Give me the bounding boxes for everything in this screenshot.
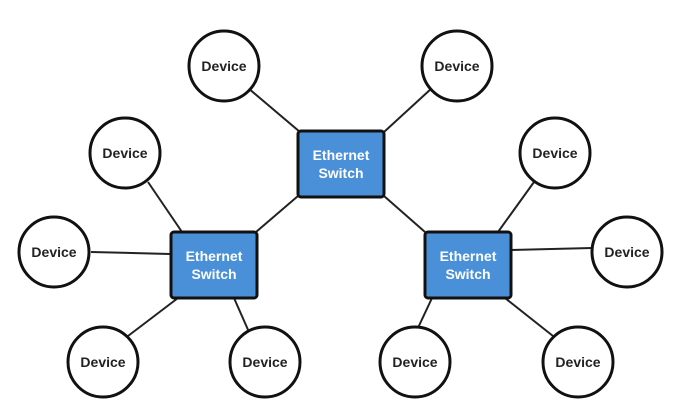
switch-center[interactable]: Ethernet Switch bbox=[296, 129, 386, 199]
device-circle bbox=[541, 325, 615, 399]
link-center-top-left bbox=[247, 87, 301, 133]
link-center-top-right bbox=[383, 87, 433, 133]
link-center-right bbox=[383, 195, 426, 233]
switch-right[interactable]: Ethernet Switch bbox=[423, 230, 513, 300]
switch-box bbox=[423, 230, 513, 300]
switch-label-line2: Switch bbox=[445, 266, 490, 282]
device-top-left[interactable]: Device bbox=[187, 29, 261, 103]
device-circle bbox=[17, 215, 91, 289]
device-label: Device bbox=[434, 58, 479, 74]
device-left-bottom-left[interactable]: Device bbox=[66, 325, 140, 399]
switch-box bbox=[169, 230, 259, 300]
switch-box bbox=[296, 129, 386, 199]
device-circle bbox=[590, 215, 664, 289]
link-left-bottom-right bbox=[233, 297, 250, 333]
device-left-bottom-right[interactable]: Device bbox=[228, 325, 302, 399]
device-top-right[interactable]: Device bbox=[420, 29, 494, 103]
device-circle bbox=[420, 29, 494, 103]
link-right-bottom-right bbox=[504, 297, 554, 337]
device-label: Device bbox=[201, 58, 246, 74]
device-circle bbox=[228, 325, 302, 399]
device-circle bbox=[518, 116, 592, 190]
device-right-bottom-left[interactable]: Device bbox=[378, 325, 452, 399]
switch-label-line2: Switch bbox=[318, 165, 363, 181]
link-left-upper bbox=[147, 181, 183, 233]
device-left-upper[interactable]: Device bbox=[88, 116, 162, 190]
link-right-upper bbox=[497, 181, 535, 233]
device-label: Device bbox=[80, 354, 125, 370]
link-left-middle bbox=[90, 251, 171, 255]
link-right-bottom-left bbox=[416, 297, 433, 331]
link-right-middle bbox=[510, 247, 593, 251]
switch-label-line2: Switch bbox=[191, 266, 236, 282]
device-circle bbox=[187, 29, 261, 103]
link-center-left bbox=[255, 195, 299, 233]
device-label: Device bbox=[242, 354, 287, 370]
device-right-middle[interactable]: Device bbox=[590, 215, 664, 289]
device-label: Device bbox=[102, 145, 147, 161]
device-left-middle[interactable]: Device bbox=[17, 215, 91, 289]
link-left-bottom-left bbox=[127, 297, 179, 337]
device-label: Device bbox=[31, 244, 76, 260]
switch-label-line1: Ethernet bbox=[313, 147, 370, 163]
device-circle bbox=[378, 325, 452, 399]
device-right-bottom-right[interactable]: Device bbox=[541, 325, 615, 399]
device-label: Device bbox=[604, 244, 649, 260]
device-right-upper[interactable]: Device bbox=[518, 116, 592, 190]
device-label: Device bbox=[555, 354, 600, 370]
switch-label-line1: Ethernet bbox=[186, 248, 243, 264]
device-label: Device bbox=[392, 354, 437, 370]
switch-left[interactable]: Ethernet Switch bbox=[169, 230, 259, 300]
switch-label-line1: Ethernet bbox=[440, 248, 497, 264]
device-label: Device bbox=[532, 145, 577, 161]
links-layer bbox=[90, 87, 593, 337]
device-circle bbox=[88, 116, 162, 190]
device-circle bbox=[66, 325, 140, 399]
